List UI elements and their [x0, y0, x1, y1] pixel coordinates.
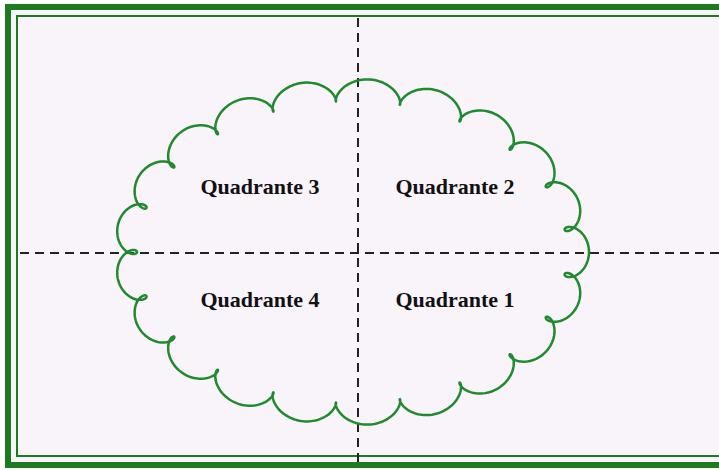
- quadrant-label: Quadrante 2: [390, 167, 520, 207]
- outer-frame: [8, 7, 719, 465]
- loopy-cloud-outline: [117, 79, 589, 424]
- quadrant-label: Quadrante 3: [195, 167, 325, 207]
- quadrant-label: Quadrante 4: [195, 280, 325, 320]
- inner-frame: [17, 16, 719, 456]
- vertical-axis: [357, 18, 359, 462]
- quadrant-label: Quadrante 1: [390, 280, 520, 320]
